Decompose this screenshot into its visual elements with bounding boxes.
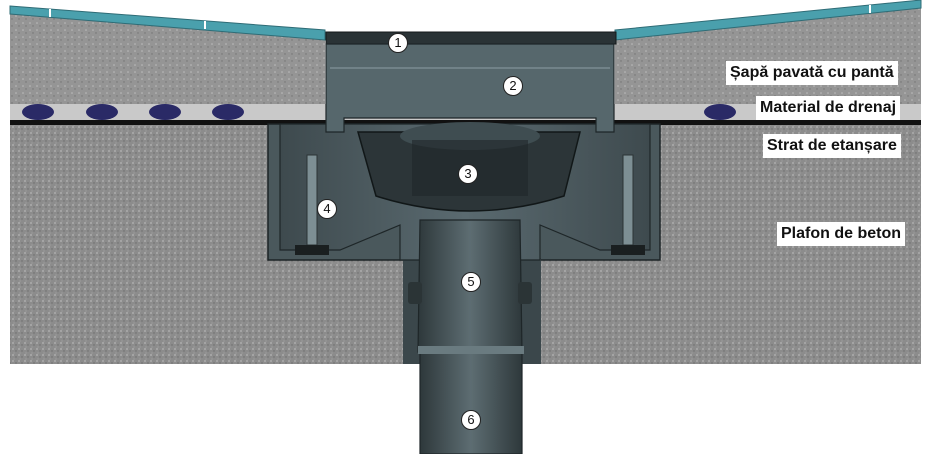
label-screed: Șapă pavată cu pantă	[726, 61, 898, 85]
callout-4: 4	[317, 199, 337, 219]
label-sealing: Strat de etanșare	[763, 134, 901, 158]
screw-right	[622, 154, 634, 246]
tile-left	[9, 5, 326, 41]
screw-right-foot	[611, 245, 645, 255]
callout-1: 1	[388, 33, 408, 53]
callout-3: 3	[458, 164, 478, 184]
outlet-pipe	[419, 349, 523, 454]
callout-6: 6	[461, 410, 481, 430]
top-frame	[325, 43, 615, 133]
drainage-beads	[22, 104, 736, 120]
callout-5: 5	[461, 272, 481, 292]
label-drainage: Material de drenaj	[756, 96, 901, 120]
grate	[325, 31, 617, 45]
screw-left	[306, 154, 318, 246]
callout-2: 2	[503, 76, 523, 96]
screw-left-foot	[295, 245, 329, 255]
screed-layer	[10, 12, 325, 104]
label-concrete: Plafon de beton	[777, 222, 905, 246]
